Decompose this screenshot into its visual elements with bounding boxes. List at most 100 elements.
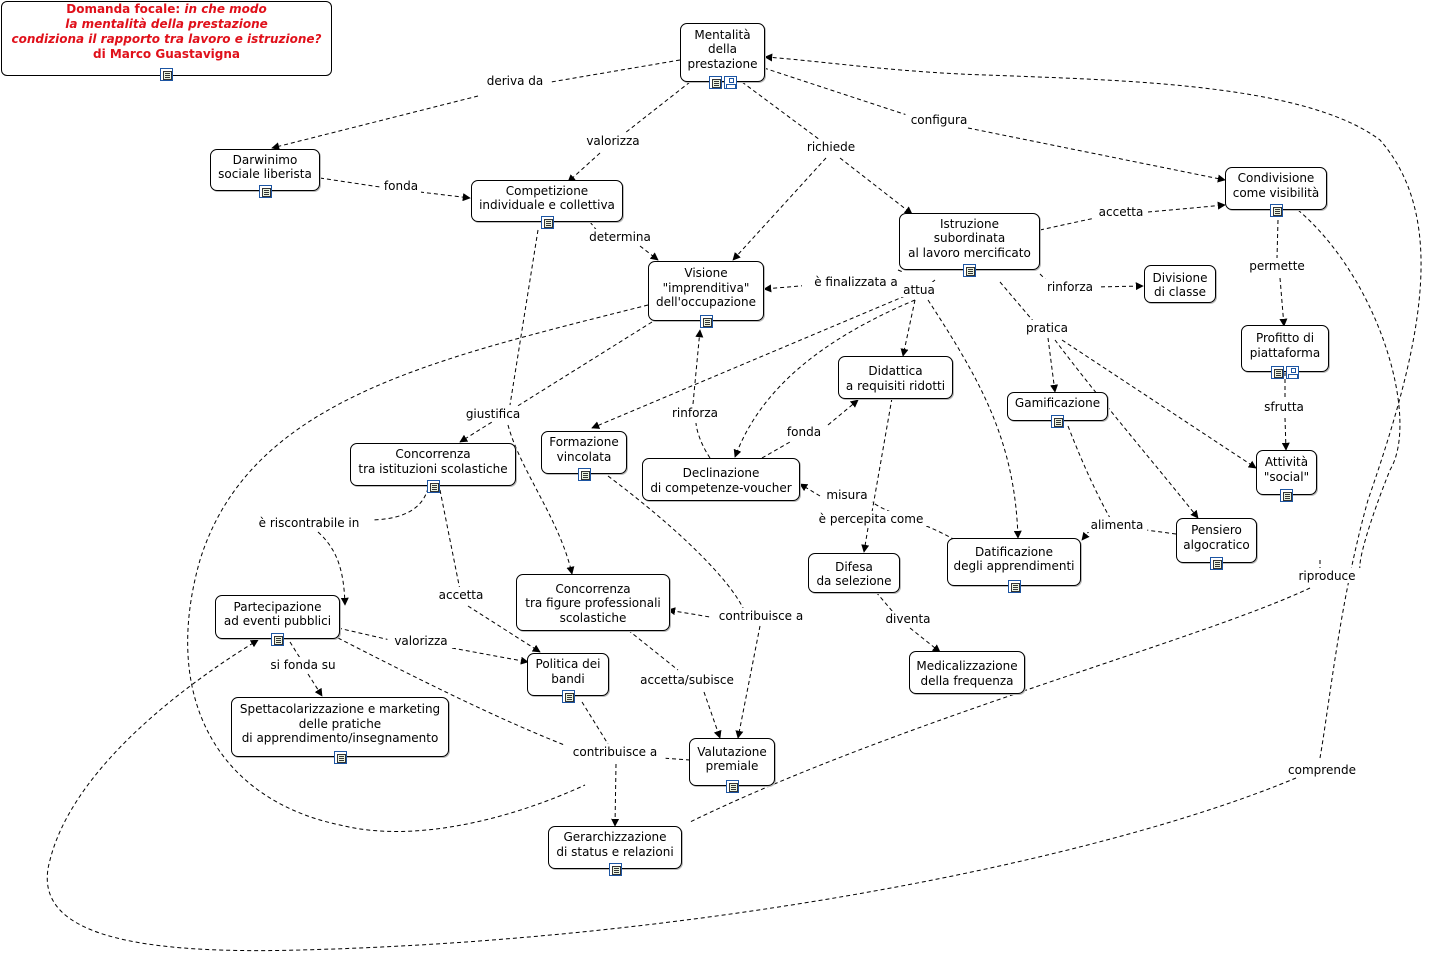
link-gamificazione-alimenta (1067, 425, 1111, 519)
document-icon[interactable] (725, 779, 739, 793)
link-label-background (633, 672, 741, 687)
concept-darwinismo[interactable]: Darwinimo sociale liberista (210, 149, 320, 198)
concept-spettacolarizzazione[interactable]: Spettacolarizzazione e marketing delle p… (231, 697, 449, 764)
link-visione-giustifica (459, 321, 653, 443)
concept-label: Profitto di piattaforma (1249, 331, 1321, 360)
document-icon[interactable] (426, 479, 440, 493)
concept-label: Datificazione degli apprendimenti (953, 544, 1075, 574)
link-richiede-to-visione (741, 81, 821, 141)
link-label-background (710, 608, 812, 623)
link-label-background (1257, 399, 1311, 414)
link-label-giustifica: giustifica (466, 407, 520, 421)
concept-didattica[interactable]: Didattica a requisiti ridotti (838, 356, 953, 399)
concept-condivisione[interactable]: Condivisione come visibilità (1225, 167, 1327, 217)
link-richiede-istruzione (839, 157, 913, 215)
document-icon[interactable] (561, 689, 575, 703)
document-icon[interactable] (963, 263, 976, 277)
concept-mentalita[interactable]: Mentalità della prestazione (680, 23, 765, 89)
link-percepita (864, 397, 893, 552)
document-icon[interactable] (271, 632, 284, 646)
concept-divisione[interactable]: Divisione di classe (1144, 265, 1216, 303)
link-label-accetta-2: accetta (439, 588, 484, 602)
link-label-sfrutta: sfrutta (1264, 400, 1304, 414)
concept-label: Gerarchizzazione di status e relazioni (556, 830, 674, 859)
document-icon[interactable] (160, 68, 173, 81)
document-icon[interactable] (1269, 203, 1283, 217)
link-valorizza-1 (568, 81, 691, 182)
concept-concorrenza-fig[interactable]: Concorrenza tra figure professionali sco… (516, 574, 670, 631)
link-configura (763, 67, 1225, 180)
concept-label: Istruzione subordinata al lavoro mercifi… (908, 216, 1031, 260)
concept-pensiero[interactable]: Pensiero algocratico (1176, 518, 1257, 570)
concept-declinazione[interactable]: Declinazione di competenze-voucher (642, 458, 800, 501)
link-label-valorizza-1: valorizza (586, 134, 639, 148)
document-icon[interactable] (699, 314, 713, 328)
link-accetta-1 (1039, 205, 1225, 231)
concept-istruzione[interactable]: Istruzione subordinata al lavoro mercifi… (899, 213, 1040, 277)
document-icon[interactable] (258, 184, 272, 198)
link-label-attua: attua (903, 283, 935, 297)
concept-gamificazione[interactable]: Gamificazione (1007, 392, 1108, 428)
focal-line-2: la mentalità della prestazione (65, 17, 268, 31)
concept-profitto[interactable]: Profitto di piattaforma (1241, 325, 1329, 379)
concept-label: Spettacolarizzazione e marketing delle p… (239, 702, 441, 746)
document-icon[interactable] (1210, 556, 1223, 570)
concept-attivita[interactable]: Attività "social" (1256, 450, 1317, 502)
concept-datificazione[interactable]: Datificazione degli apprendimenti (947, 538, 1081, 593)
concept-medicalizzazione[interactable]: Medicalizzazione della frequenza (909, 651, 1025, 694)
concept-valutazione[interactable]: Valutazione premiale (689, 738, 775, 793)
concept-visione[interactable]: Visione "imprenditiva" dell'occupazione (648, 261, 764, 328)
link-visione-gerarchizzazione (187, 304, 649, 832)
link-label-background (434, 587, 488, 602)
link-attua-formazione (591, 295, 906, 429)
concept-label: Attività "social" (1263, 455, 1310, 484)
document-icon[interactable] (1051, 414, 1064, 428)
link-label-background (586, 229, 654, 244)
submap-icon[interactable] (1286, 365, 1299, 379)
document-icon[interactable] (1280, 488, 1293, 502)
link-riproduce (689, 587, 1311, 823)
concept-politica[interactable]: Politica dei bandi (527, 653, 609, 703)
concept-concorrenza-ist[interactable]: Concorrenza tra istituzioni scolastiche (350, 443, 516, 493)
link-competizione-giustifica (509, 229, 539, 406)
document-icon[interactable] (1271, 365, 1284, 379)
link-label-si-fonda: si fonda su (270, 658, 335, 672)
link-valorizza-2 (337, 627, 528, 662)
document-icon[interactable] (1007, 579, 1021, 593)
concept-partecipazione[interactable]: Partecipazione ad eventi pubblici (215, 595, 340, 646)
link-fonda-1 (319, 177, 470, 198)
concept-competizione[interactable]: Competizione individuale e collettiva (471, 180, 623, 229)
concept-label: Competizione individuale e collettiva (479, 183, 615, 213)
link-label-background (784, 424, 824, 439)
link-rinforza-2 (693, 330, 711, 459)
document-icon[interactable] (608, 862, 622, 876)
concept-gerarchizzazione[interactable]: Gerarchizzazione di status e relazioni (548, 826, 682, 876)
document-icon[interactable] (708, 75, 722, 89)
link-contribuisce-2-from-partecipazione (337, 637, 573, 749)
link-accetta-subisce (627, 629, 720, 738)
link-label-background (579, 133, 647, 148)
concept-label: Formazione vincolata (549, 435, 619, 464)
link-label-background (823, 487, 871, 502)
link-label-finalizzata: è finalizzata a (814, 275, 898, 289)
link-pratica-attivita (1061, 339, 1257, 469)
link-label-configura: configura (911, 113, 968, 127)
concept-label: Valutazione premiale (697, 744, 767, 774)
link-formazione-contribuisce (607, 475, 745, 611)
submap-icon[interactable] (723, 75, 737, 89)
concept-difesa[interactable]: Difesa da selezione (808, 553, 900, 593)
concept-formazione[interactable]: Formazione vincolata (541, 431, 627, 481)
document-icon[interactable] (577, 467, 591, 481)
concept-label: Concorrenza tra istituzioni scolastiche (358, 447, 508, 476)
link-label-background (564, 744, 666, 759)
link-attua-declinazione (733, 299, 916, 458)
focal-line-1: Domanda focale: in che modo (66, 2, 267, 16)
document-icon[interactable] (540, 215, 554, 229)
concept-label: Darwinimo sociale liberista (218, 152, 312, 182)
link-fonda-2 (761, 400, 858, 459)
document-icon[interactable] (333, 750, 347, 764)
link-contribuisce-2-from-valutazione (661, 757, 691, 761)
link-attua-didattica (900, 299, 916, 357)
link-attua-datificazione (927, 299, 1022, 539)
